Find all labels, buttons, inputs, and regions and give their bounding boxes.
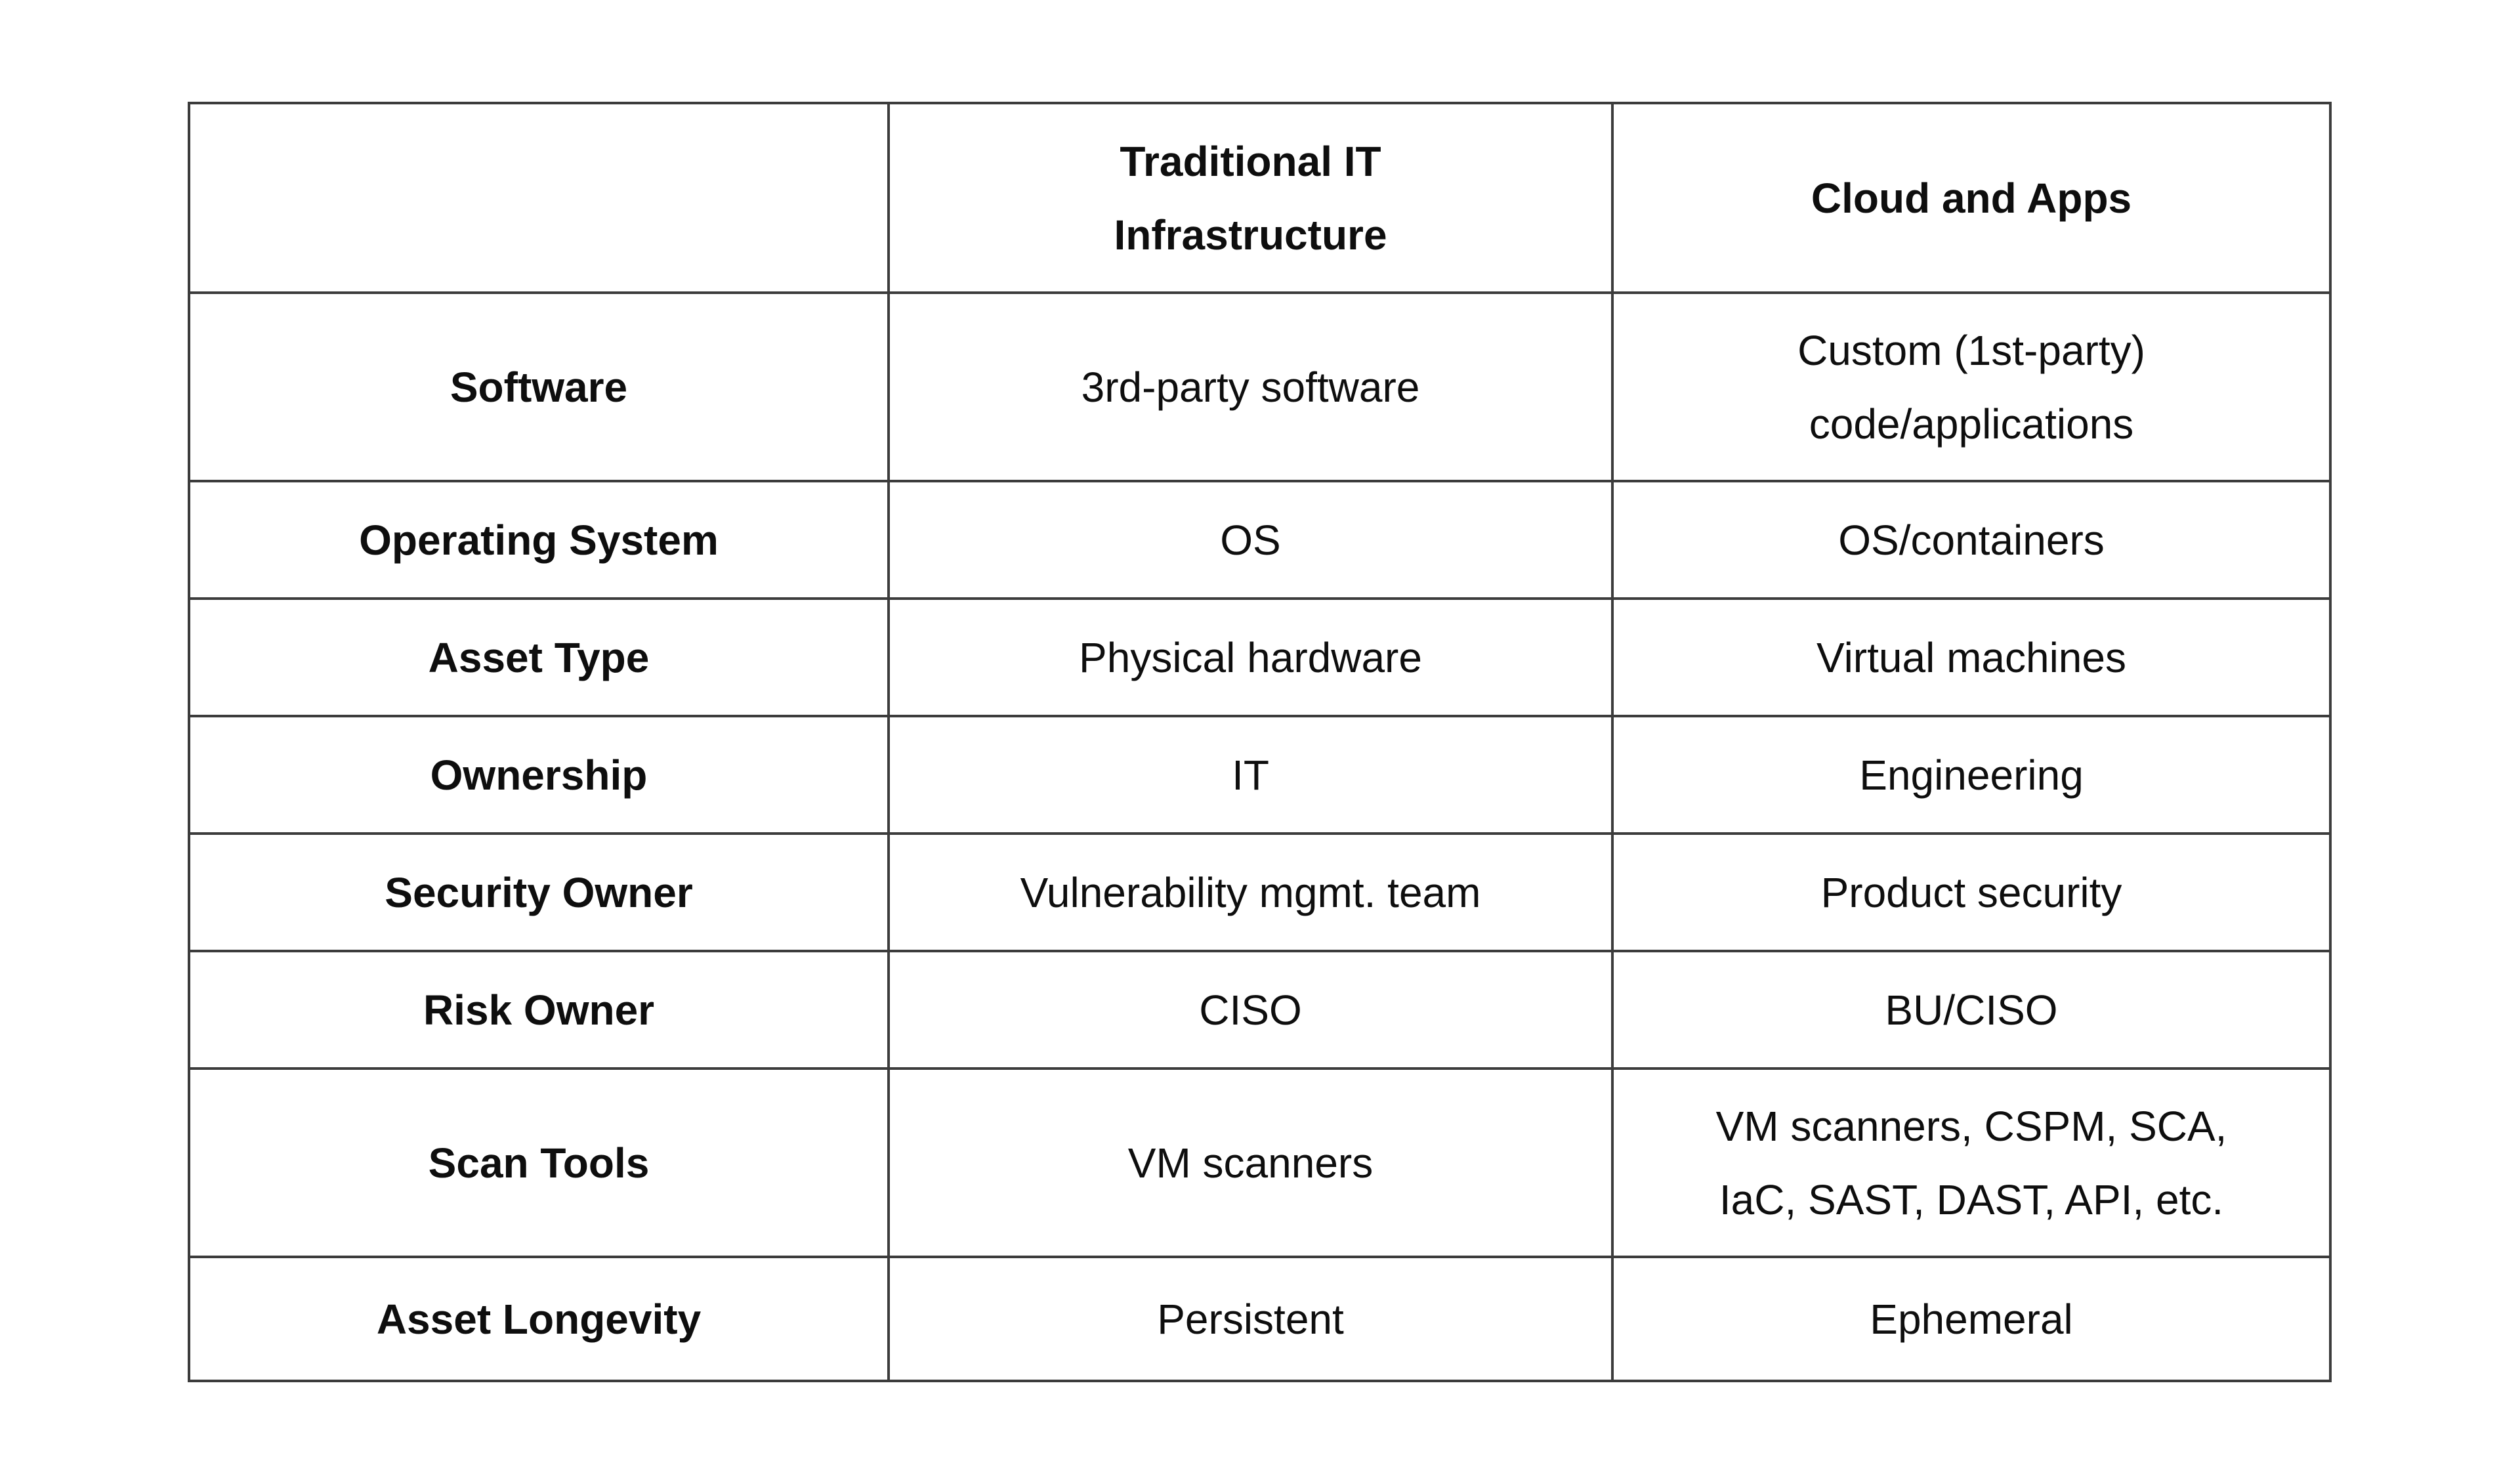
traditional-value-cell: Persistent: [887, 1256, 1614, 1382]
row-label-cell: Scan Tools: [188, 1067, 890, 1258]
header-row: Traditional IT Infrastructure Cloud and …: [188, 102, 2332, 294]
row-label-cell: Asset Type: [188, 597, 890, 717]
comparison-table-container: Traditional IT Infrastructure Cloud and …: [188, 102, 2332, 1382]
cloud-value-cell: OS/containers: [1611, 480, 2332, 600]
row-label-cell: Asset Longevity: [188, 1256, 890, 1382]
row-label-cell: Ownership: [188, 715, 890, 835]
traditional-value-cell: Physical hardware: [887, 597, 1614, 717]
traditional-value-cell: IT: [887, 715, 1614, 835]
traditional-value-cell: Vulnerability mgmt. team: [887, 832, 1614, 952]
row-label-cell: Risk Owner: [188, 950, 890, 1070]
cloud-value-cell: Custom (1st-party) code/applications: [1611, 291, 2332, 482]
cloud-value-cell: Product security: [1611, 832, 2332, 952]
traditional-value-cell: OS: [887, 480, 1614, 600]
cloud-value-cell: Engineering: [1611, 715, 2332, 835]
header-cell-empty: [188, 102, 890, 294]
table-row-risk-owner: Risk Owner CISO BU/CISO: [188, 950, 2332, 1070]
table-row-operating-system: Operating System OS OS/containers: [188, 480, 2332, 600]
table-row-software: Software 3rd-party software Custom (1st-…: [188, 291, 2332, 482]
cloud-value-cell: VM scanners, CSPM, SCA, IaC, SAST, DAST,…: [1611, 1067, 2332, 1258]
header-cell-cloud-and-apps: Cloud and Apps: [1611, 102, 2332, 294]
traditional-value-cell: 3rd-party software: [887, 291, 1614, 482]
traditional-value-cell: CISO: [887, 950, 1614, 1070]
row-label-cell: Software: [188, 291, 890, 482]
cloud-value-cell: BU/CISO: [1611, 950, 2332, 1070]
cloud-value-cell: Virtual machines: [1611, 597, 2332, 717]
table-row-asset-longevity: Asset Longevity Persistent Ephemeral: [188, 1256, 2332, 1382]
comparison-table: Traditional IT Infrastructure Cloud and …: [188, 102, 2332, 1382]
row-label-cell: Operating System: [188, 480, 890, 600]
table-row-asset-type: Asset Type Physical hardware Virtual mac…: [188, 597, 2332, 717]
table-row-ownership: Ownership IT Engineering: [188, 715, 2332, 835]
cloud-value-cell: Ephemeral: [1611, 1256, 2332, 1382]
header-cell-traditional-it: Traditional IT Infrastructure: [887, 102, 1614, 294]
row-label-cell: Security Owner: [188, 832, 890, 952]
table-row-security-owner: Security Owner Vulnerability mgmt. team …: [188, 832, 2332, 952]
traditional-value-cell: VM scanners: [887, 1067, 1614, 1258]
table-row-scan-tools: Scan Tools VM scanners VM scanners, CSPM…: [188, 1067, 2332, 1258]
